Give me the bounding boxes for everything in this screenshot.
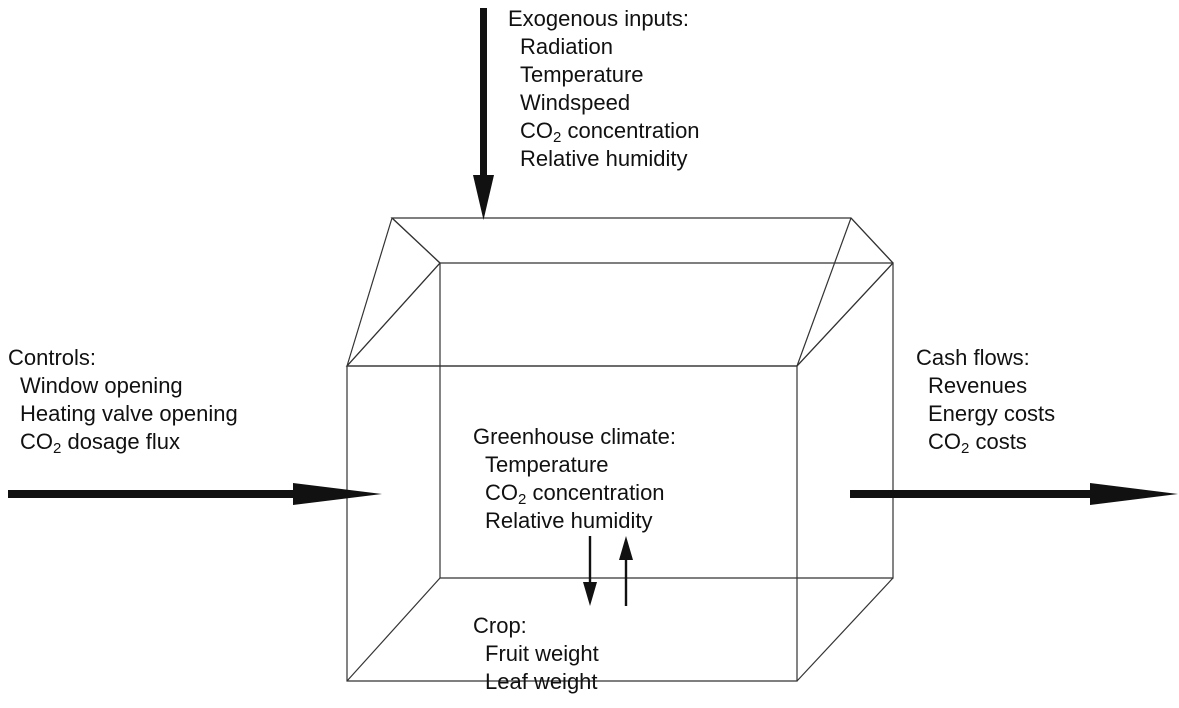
controls-item: Window opening (20, 373, 183, 398)
climate-item-co2: CO2 concentration (485, 480, 665, 508)
exogenous-item: Temperature (520, 62, 644, 87)
exogenous-item: Radiation (520, 34, 613, 59)
controls-item: Heating valve opening (20, 401, 238, 426)
climate-item: Relative humidity (485, 508, 653, 533)
box-edge (346, 217, 393, 367)
controls-heading: Controls: (8, 345, 97, 370)
box-edge (796, 262, 894, 367)
exogenous-item: Relative humidity (520, 146, 688, 171)
crop-heading: Crop: (473, 613, 527, 638)
controls-label: Controls: Window opening Heating valve o… (8, 344, 238, 456)
box-edge (391, 217, 441, 264)
exogenous-inputs-heading: Exogenous inputs: (508, 6, 690, 31)
cash-flows-heading: Cash flows: (916, 345, 1030, 370)
greenhouse-climate-label: Greenhouse climate: Temperature CO2 conc… (473, 423, 676, 535)
cash-item: Revenues (928, 373, 1028, 398)
cash-item-co2: CO2 costs (928, 429, 1027, 457)
greenhouse-box (345, 217, 894, 682)
box-edge (346, 262, 441, 367)
box-edge (850, 217, 894, 264)
cash-item: Energy costs (928, 401, 1056, 426)
box-top-frame (345, 217, 894, 367)
greenhouse-climate-heading: Greenhouse climate: (473, 424, 676, 449)
box-edge (796, 217, 852, 367)
controls-arrow (8, 483, 382, 505)
controls-item-co2: CO2 dosage flux (20, 429, 180, 457)
cash-flows-label: Cash flows: Revenues Energy costs CO2 co… (916, 344, 1055, 456)
exogenous-inputs-arrow (473, 8, 494, 220)
box-edge (346, 577, 441, 682)
crop-to-climate-arrow (619, 536, 633, 606)
climate-to-crop-arrow (583, 536, 597, 606)
crop-item: Leaf weight (485, 669, 598, 694)
exogenous-item-co2: CO2 concentration (520, 118, 700, 146)
crop-item: Fruit weight (485, 641, 599, 666)
crop-label: Crop: Fruit weight Leaf weight (473, 612, 599, 696)
box-edge (796, 577, 894, 682)
cash-flows-arrow (850, 483, 1178, 505)
exogenous-item: Windspeed (520, 90, 631, 115)
exogenous-inputs-label: Exogenous inputs: Radiation Temperature … (508, 5, 700, 173)
climate-item: Temperature (485, 452, 609, 477)
